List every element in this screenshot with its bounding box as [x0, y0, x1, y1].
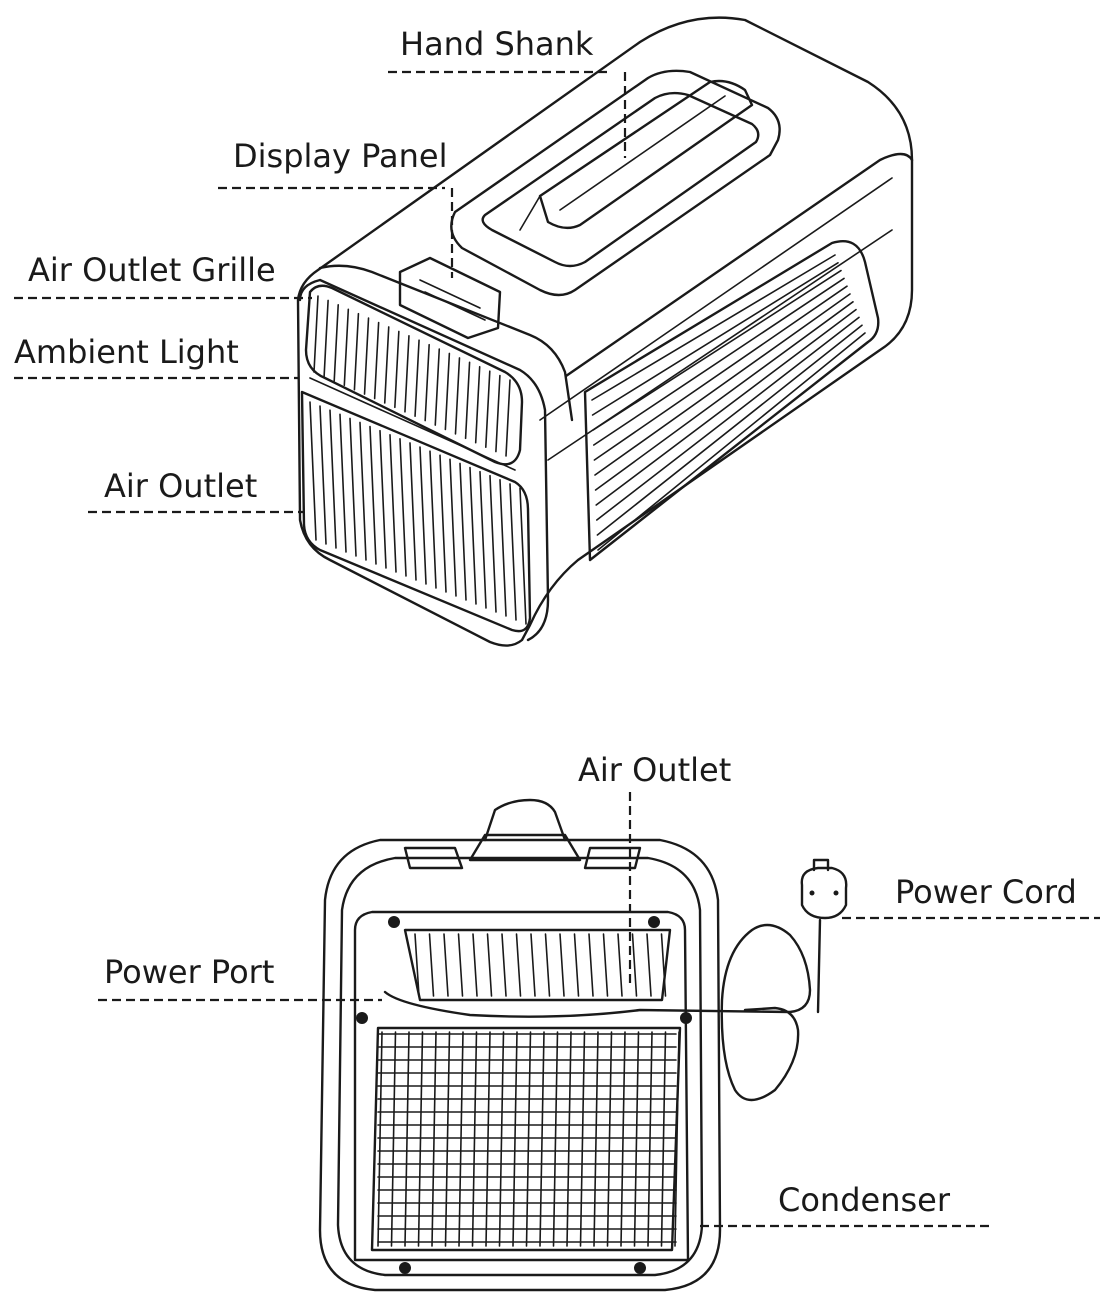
label-ambient-light: Ambient Light [14, 333, 239, 371]
front-body-outline [296, 16, 914, 647]
hand-shank-leader [388, 70, 627, 158]
rear-air-outlet-drawing [403, 928, 672, 1002]
label-hand-shank: Hand Shank [400, 25, 594, 63]
air-outlet-grille-drawing [304, 284, 524, 466]
air-outlet-lower-drawing [300, 390, 532, 633]
condenser-drawing [370, 1026, 682, 1252]
power-cord-drawing [383, 858, 848, 1102]
label-power-cord: Power Cord [895, 873, 1077, 911]
hand-shank-drawing [450, 69, 781, 297]
label-power-port: Power Port [104, 953, 275, 991]
rear-body-outline [318, 838, 722, 1292]
display-panel-leader [218, 186, 454, 278]
label-air-outlet-grille: Air Outlet Grille [28, 251, 276, 289]
label-air-outlet-rear: Air Outlet [578, 751, 732, 789]
label-air-outlet-front: Air Outlet [104, 467, 258, 505]
side-vent-drawing [583, 239, 880, 562]
display-panel-drawing [398, 256, 502, 340]
label-condenser: Condenser [778, 1181, 950, 1219]
label-display-panel: Display Panel [233, 137, 448, 175]
